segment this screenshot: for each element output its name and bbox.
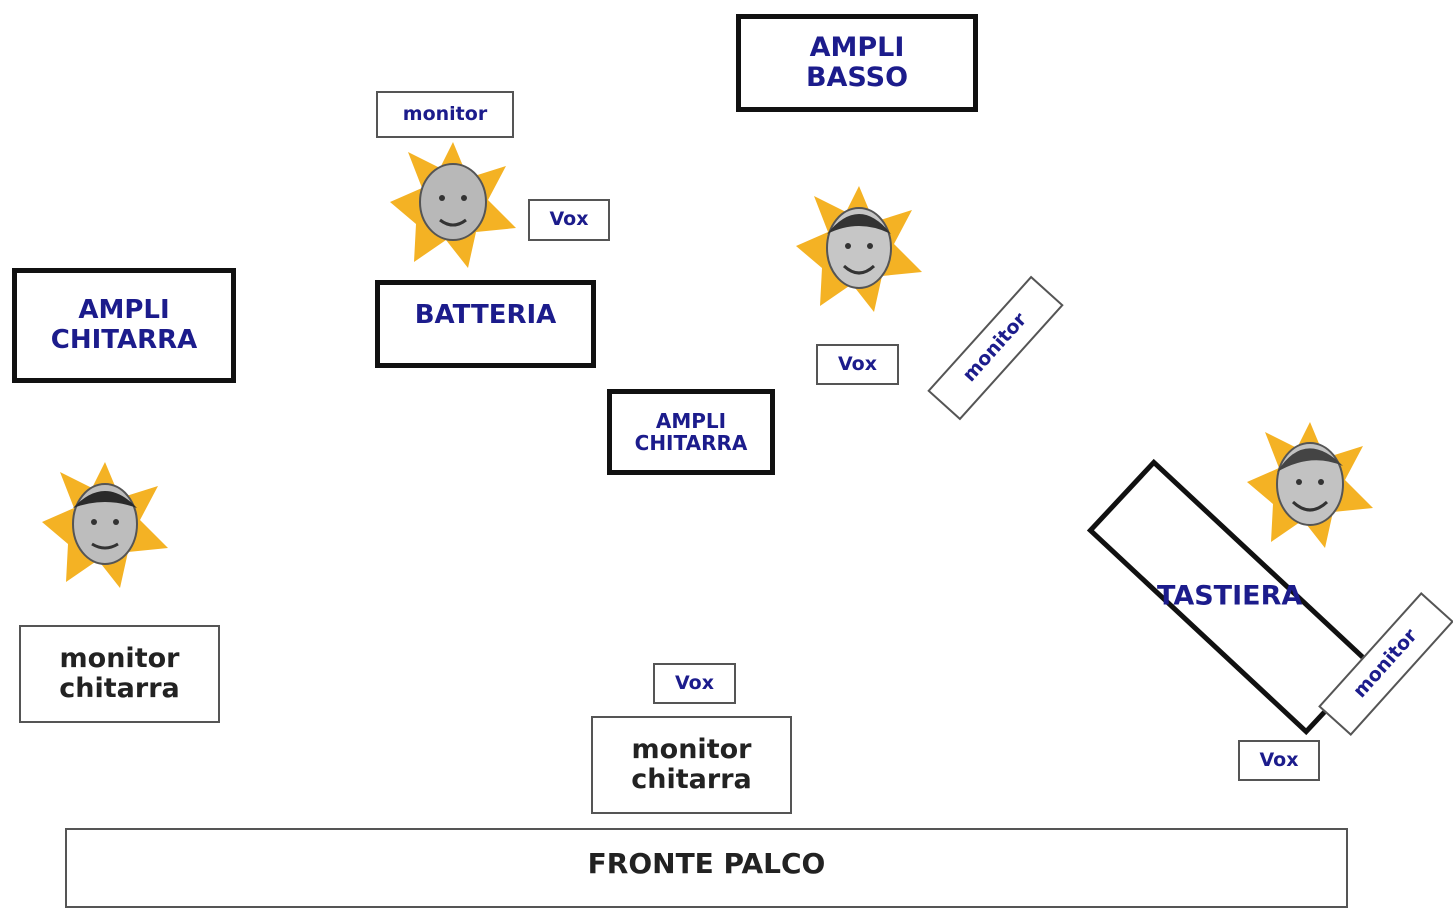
batteria-box: BATTERIA — [375, 280, 596, 368]
monitor-chitarra-center: monitor chitarra — [591, 716, 792, 814]
guitarist-left-avatar — [40, 460, 170, 590]
keyboardist-avatar — [1245, 420, 1375, 550]
vox-basso: Vox — [816, 344, 899, 385]
monitor-chitarra-left: monitor chitarra — [19, 625, 220, 723]
ampli-chitarra-center: AMPLI CHITARRA — [607, 389, 775, 475]
monitor-chitarra-left-line1: monitor — [59, 642, 180, 674]
ampli-chitarra-center-line2: CHITARRA — [634, 431, 748, 455]
face-icon — [419, 163, 487, 241]
monitor-chitarra-center-line2: chitarra — [631, 764, 752, 795]
vox-batteria-label: Vox — [549, 208, 589, 231]
tastiera-label: TASTIERA — [1157, 580, 1303, 612]
vox-tastiera-label: Vox — [1259, 748, 1299, 771]
ampli-chitarra-center-line1: AMPLI — [655, 408, 727, 433]
monitor-basso-label: monitor — [958, 308, 1032, 387]
monitor-batteria: monitor — [376, 91, 514, 138]
ampli-chitarra-left-line1: AMPLI — [78, 295, 170, 326]
ampli-basso-line2: BASSO — [805, 62, 909, 93]
drummer-avatar — [388, 140, 518, 270]
monitor-basso: monitor — [927, 275, 1064, 421]
fronte-palco: FRONTE PALCO — [65, 828, 1348, 908]
bassist-avatar — [794, 184, 924, 314]
vox-center: Vox — [653, 663, 736, 704]
fronte-palco-label: FRONTE PALCO — [587, 847, 826, 880]
ampli-basso-line1: AMPLI — [809, 31, 905, 63]
monitor-tastiera-label: monitor — [1349, 624, 1422, 703]
monitor-batteria-label: monitor — [402, 102, 488, 125]
vox-batteria: Vox — [528, 199, 610, 241]
batteria-label: BATTERIA — [414, 300, 557, 330]
monitor-chitarra-center-line1: monitor — [631, 733, 752, 765]
monitor-chitarra-left-line2: chitarra — [59, 673, 180, 704]
ampli-chitarra-left-line2: CHITARRA — [50, 324, 198, 355]
face-icon — [72, 483, 138, 565]
ampli-basso: AMPLI BASSO — [736, 14, 978, 112]
ampli-chitarra-left: AMPLI CHITARRA — [12, 268, 236, 383]
vox-basso-label: Vox — [838, 352, 877, 375]
vox-center-label: Vox — [675, 671, 714, 694]
vox-tastiera: Vox — [1238, 740, 1320, 781]
